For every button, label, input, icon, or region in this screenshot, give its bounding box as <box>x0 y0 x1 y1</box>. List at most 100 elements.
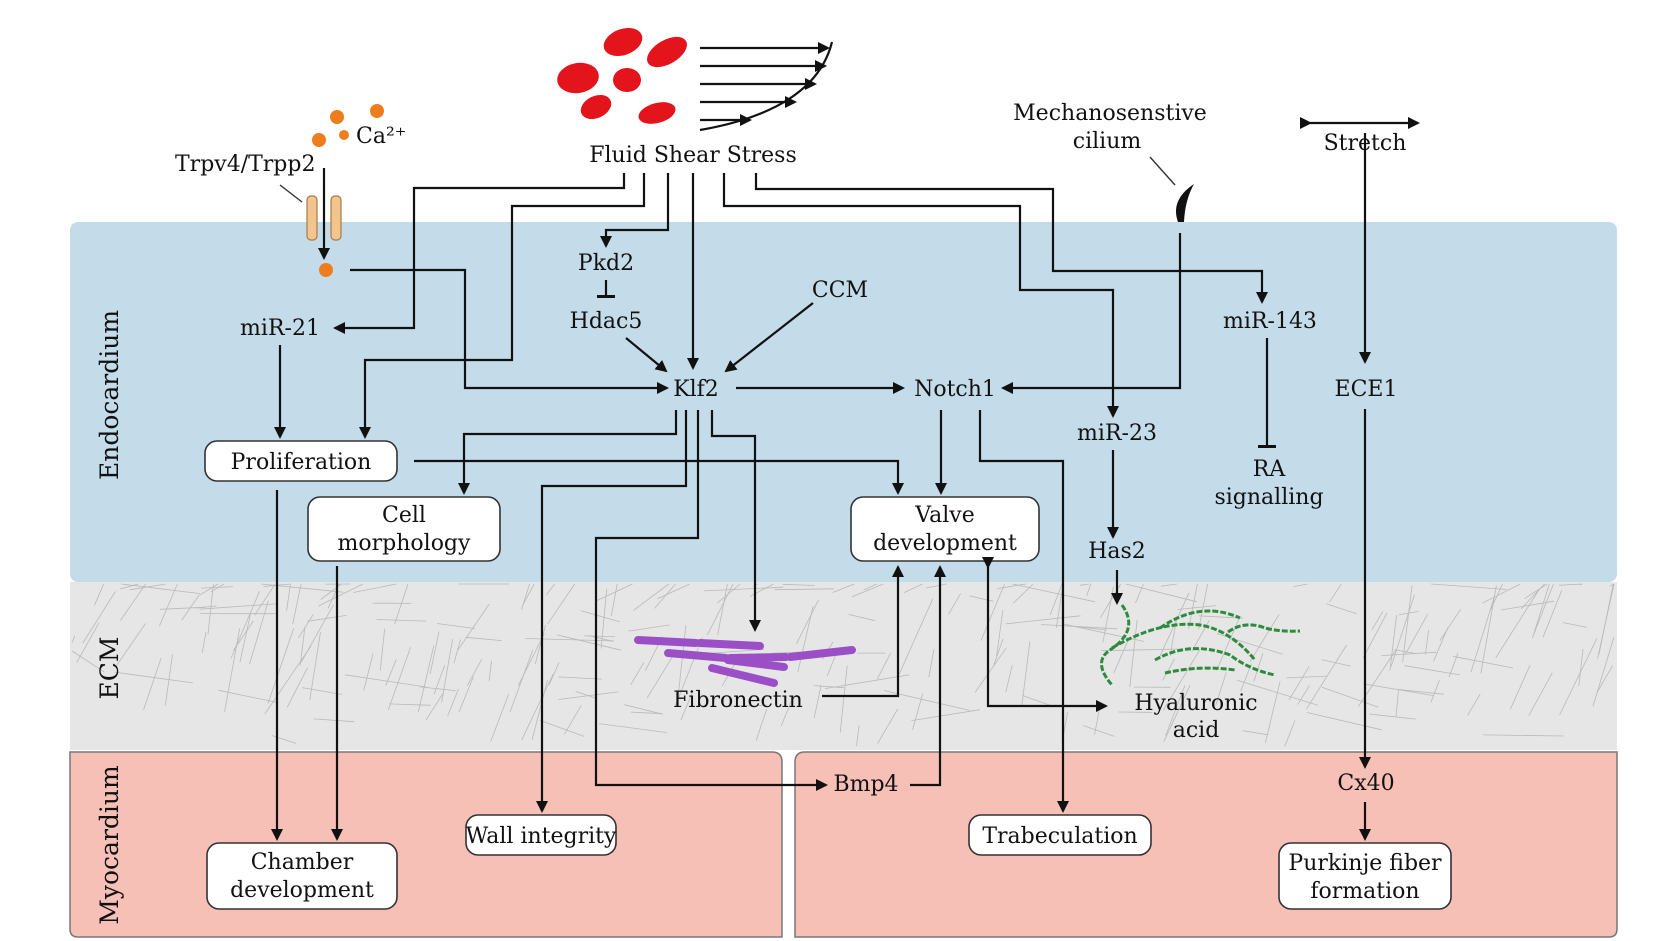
ecm-fiber <box>1559 583 1582 586</box>
ecm-fiber <box>199 603 279 610</box>
flow-profile-icon <box>699 41 834 132</box>
ecm-fiber <box>224 628 241 712</box>
ecm-fiber <box>114 671 193 684</box>
ecm-fiber <box>1480 585 1497 674</box>
ecm-fiber <box>1242 730 1268 736</box>
ecm-fiber <box>1094 708 1100 735</box>
calcium-label: Ca²⁺ <box>356 124 406 149</box>
ecm-fiber <box>363 653 374 691</box>
ecm-fiber <box>832 583 855 593</box>
ecm-fiber <box>1286 675 1327 679</box>
ecm-fiber <box>703 586 784 592</box>
ecm-fiber <box>457 603 490 651</box>
ecm-fiber <box>71 650 105 673</box>
ecm-fiber <box>796 599 819 645</box>
hdac5-label: Hdac5 <box>570 309 643 334</box>
ecm-fiber <box>1329 583 1342 603</box>
trabeculation-label: Trabeculation <box>982 824 1137 849</box>
proliferation-box: Proliferation <box>204 440 398 482</box>
ecm-fiber <box>1404 613 1429 656</box>
ecm-fiber <box>599 723 667 733</box>
ecm-fiber <box>385 659 397 686</box>
ecm-fiber <box>458 676 474 713</box>
ecm-fiber <box>433 664 446 695</box>
ecm-fiber <box>264 645 312 715</box>
ecm-fiber <box>376 619 427 622</box>
ecm-fiber <box>82 591 116 644</box>
ecm-fiber <box>1592 636 1615 707</box>
ecm-fiber <box>453 639 461 664</box>
ecm-fiber <box>309 631 321 701</box>
channel-pointer <box>279 184 303 203</box>
ecm-fiber <box>1215 672 1227 706</box>
ecm-fiber <box>1288 666 1310 701</box>
ecm-fiber <box>1389 614 1397 671</box>
ecm-fiber <box>1284 720 1296 747</box>
ecm-fiber <box>556 634 622 651</box>
ecm-fiber <box>680 689 694 721</box>
ecm-fiber <box>298 614 314 639</box>
ecm-fiber <box>1297 685 1310 705</box>
ecm-fiber <box>755 709 767 741</box>
endocardium-zone <box>70 222 1617 582</box>
ecm-fiber <box>654 583 676 609</box>
ecm-fiber <box>195 605 217 609</box>
ecm-fiber <box>876 653 891 680</box>
ecm-fiber-texture <box>71 583 1615 747</box>
ecm-fiber <box>425 693 444 721</box>
ion-channel-icon <box>306 195 342 241</box>
ecm-fiber <box>207 584 214 635</box>
ecm-fiber <box>1533 583 1554 634</box>
valve-development-box: Valve development <box>850 496 1040 562</box>
ecm-fiber <box>624 704 663 715</box>
ra-signalling-label-line1: RA <box>1253 457 1287 482</box>
ecm-fiber <box>307 615 347 622</box>
ecm-fiber <box>864 583 877 591</box>
chamber-development-label-line2: development <box>230 878 374 903</box>
ecm-fiber <box>546 583 555 596</box>
ecm-zone <box>70 582 1617 750</box>
ecm-fiber <box>521 673 554 740</box>
ecm-fiber <box>1306 644 1347 710</box>
purkinje-fiber-formation-box: Purkinje fiber formation <box>1278 842 1452 910</box>
ecm-fiber <box>286 583 291 611</box>
purkinje-label-line1: Purkinje fiber <box>1288 851 1442 876</box>
ecm-fiber <box>119 583 139 590</box>
ecm-fiber <box>1162 649 1201 711</box>
ecm-fiber <box>848 614 876 622</box>
ecm-fiber <box>301 687 343 695</box>
ecm-fiber <box>674 637 703 708</box>
ecm-fiber <box>1362 612 1388 659</box>
cilium-pointer <box>1149 156 1176 186</box>
ecm-fiber <box>1528 672 1553 716</box>
ecm-fiber <box>1188 583 1198 629</box>
cx40-label: Cx40 <box>1337 771 1394 796</box>
ecm-fiber <box>813 684 822 718</box>
zone-label-myocardium: Myocardium <box>95 765 124 925</box>
ecm-fiber <box>1524 583 1548 600</box>
ecm-fiber <box>119 583 147 621</box>
proliferation-label: Proliferation <box>231 450 372 475</box>
ecm-fiber <box>94 583 104 606</box>
ecm-fiber <box>1495 589 1540 659</box>
wall-integrity-box: Wall integrity <box>465 814 617 856</box>
ecm-fiber <box>1129 620 1138 688</box>
ecm-fiber <box>717 583 741 604</box>
cilium-icon <box>1176 184 1194 222</box>
ecm-fiber <box>387 647 411 711</box>
calcium-ions-icon <box>312 104 384 277</box>
ecm-fiber <box>539 720 585 737</box>
ecm-fiber <box>1404 665 1460 676</box>
ecm-fiber <box>547 583 576 625</box>
ecm-fiber <box>877 708 899 744</box>
ecm-fiber <box>447 688 459 717</box>
ecm-fiber <box>394 583 409 625</box>
ecm-fiber <box>1542 590 1563 638</box>
ecm-fiber <box>531 679 548 740</box>
ecm-fiber <box>1433 627 1449 662</box>
ecm-fiber <box>200 586 233 589</box>
ecm-fiber <box>1326 603 1357 615</box>
ecm-fiber <box>1482 583 1521 604</box>
ecm-fiber <box>595 583 633 602</box>
ccm-label: CCM <box>812 278 868 303</box>
